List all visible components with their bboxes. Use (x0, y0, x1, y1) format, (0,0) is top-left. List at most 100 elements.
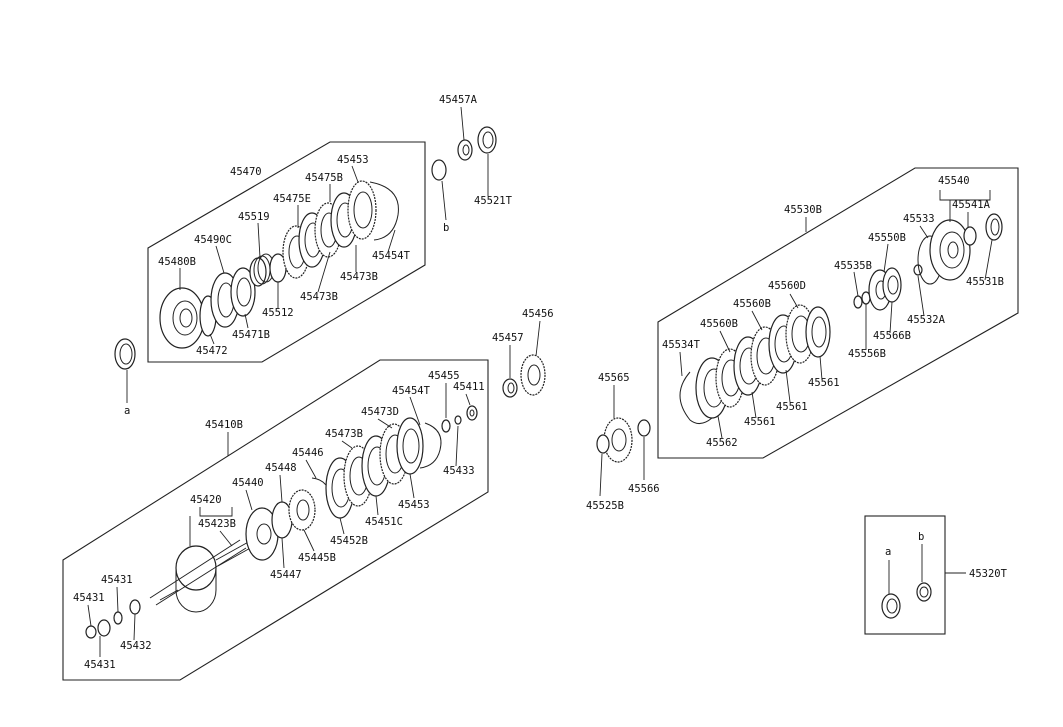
bearing-45431-a (113, 611, 123, 625)
label-45475E: 45475E (273, 193, 311, 205)
gear-45565 (603, 417, 633, 463)
seal-45535B (853, 295, 863, 309)
label-45471B: 45471B (232, 329, 270, 341)
snap-ring-45454T (369, 181, 399, 241)
label-45440: 45440 (232, 477, 264, 489)
label-45454T: 45454T (372, 250, 411, 262)
label-45431-c: 45431 (84, 659, 116, 671)
washer-b-ref (916, 582, 932, 602)
label-45432: 45432 (120, 640, 152, 652)
label-45454T-b: 45454T (392, 385, 431, 397)
label-45525B: 45525B (586, 500, 624, 512)
label-45550B: 45550B (868, 232, 906, 244)
label-45541A: 45541A (952, 199, 991, 211)
label-45560B-b: 45560B (700, 318, 738, 330)
ref-b-lower: b (918, 531, 924, 543)
label-45475B: 45475B (305, 172, 343, 184)
label-45473B-c: 45473B (325, 428, 363, 440)
seal-45471B (230, 267, 256, 317)
label-45411: 45411 (453, 381, 485, 393)
snap-ring-45534T (679, 371, 713, 424)
label-45532A: 45532A (907, 314, 946, 326)
washer-a-ref (881, 593, 901, 619)
label-45530B: 45530B (784, 204, 822, 216)
ref-a-lower: a (885, 546, 891, 558)
label-45446: 45446 (292, 447, 324, 459)
gear-45456 (520, 354, 546, 396)
plate-45561-c (805, 306, 831, 358)
assembly-box-45410B (62, 359, 489, 681)
label-45561-b: 45561 (776, 401, 808, 413)
drum-45540 (929, 219, 971, 281)
bearing-45525B (596, 434, 610, 454)
label-45561-a: 45561 (808, 377, 840, 389)
ref-b-upper: b (443, 222, 449, 234)
shaft-45420 (149, 539, 247, 613)
label-45480B: 45480B (158, 256, 196, 268)
label-45512: 45512 (262, 307, 294, 319)
bearing-45431-b (97, 619, 111, 637)
label-45445B: 45445B (298, 552, 336, 564)
label-45431-a: 45431 (101, 574, 133, 586)
pump-hub-45480B (159, 287, 205, 349)
label-45420: 45420 (190, 494, 222, 506)
bearing-45411 (466, 405, 478, 421)
label-45431-b: 45431 (73, 592, 105, 604)
label-45560B: 45560B (733, 298, 771, 310)
input-shaft-45423B (215, 539, 255, 567)
label-45470: 45470 (230, 166, 262, 178)
label-45448: 45448 (265, 462, 297, 474)
label-45433: 45433 (443, 465, 475, 477)
seal-45433 (454, 415, 462, 425)
label-45472: 45472 (196, 345, 228, 357)
label-45556B: 45556B (848, 348, 886, 360)
drum-45440 (245, 507, 279, 561)
label-45320T: 45320T (969, 568, 1008, 580)
label-45457A: 45457A (439, 94, 478, 106)
snap-ring-45454T-b (419, 422, 442, 469)
seal-45455 (441, 419, 451, 433)
ref-a-upper: a (124, 405, 130, 417)
label-45566B: 45566B (873, 330, 911, 342)
reference-box-45320T (864, 515, 946, 635)
label-45565: 45565 (598, 372, 630, 384)
label-45455: 45455 (428, 370, 460, 382)
label-45447: 45447 (270, 569, 302, 581)
bearing-45541A (963, 226, 977, 246)
label-45521T: 45521T (474, 195, 513, 207)
label-45451C: 45451C (365, 516, 403, 528)
label-45473D: 45473D (361, 406, 399, 418)
label-45566: 45566 (628, 483, 660, 495)
label-45473B: 45473B (340, 271, 378, 283)
label-45490C: 45490C (194, 234, 232, 246)
bearing-45457A (457, 139, 473, 161)
label-45519: 45519 (238, 211, 270, 223)
label-45452B: 45452B (330, 535, 368, 547)
washer-b (431, 159, 447, 181)
label-45453: 45453 (337, 154, 369, 166)
label-45533: 45533 (903, 213, 935, 225)
hub-45445B (288, 489, 316, 531)
spring-45566B (882, 267, 902, 303)
label-45562: 45562 (706, 437, 738, 449)
label-45423B: 45423B (198, 518, 236, 530)
label-45535B: 45535B (834, 260, 872, 272)
label-45560D: 45560D (768, 280, 806, 292)
label-45453-b: 45453 (398, 499, 430, 511)
washer-45566 (637, 419, 651, 437)
label-45456: 45456 (522, 308, 554, 320)
label-45531B: 45531B (966, 276, 1004, 288)
bearing-45457 (502, 378, 518, 398)
label-45457: 45457 (492, 332, 524, 344)
label-45540: 45540 (938, 175, 970, 187)
pressure-plate-45453 (347, 180, 377, 240)
label-45473B-b: 45473B (300, 291, 338, 303)
washer-45531B (985, 213, 1003, 241)
assembly-box-45530B (657, 167, 1019, 459)
label-45561-c: 45561 (744, 416, 776, 428)
bearing-45431-c (85, 625, 97, 639)
label-45534T: 45534T (662, 339, 701, 351)
assembly-box-45470 (147, 141, 426, 363)
